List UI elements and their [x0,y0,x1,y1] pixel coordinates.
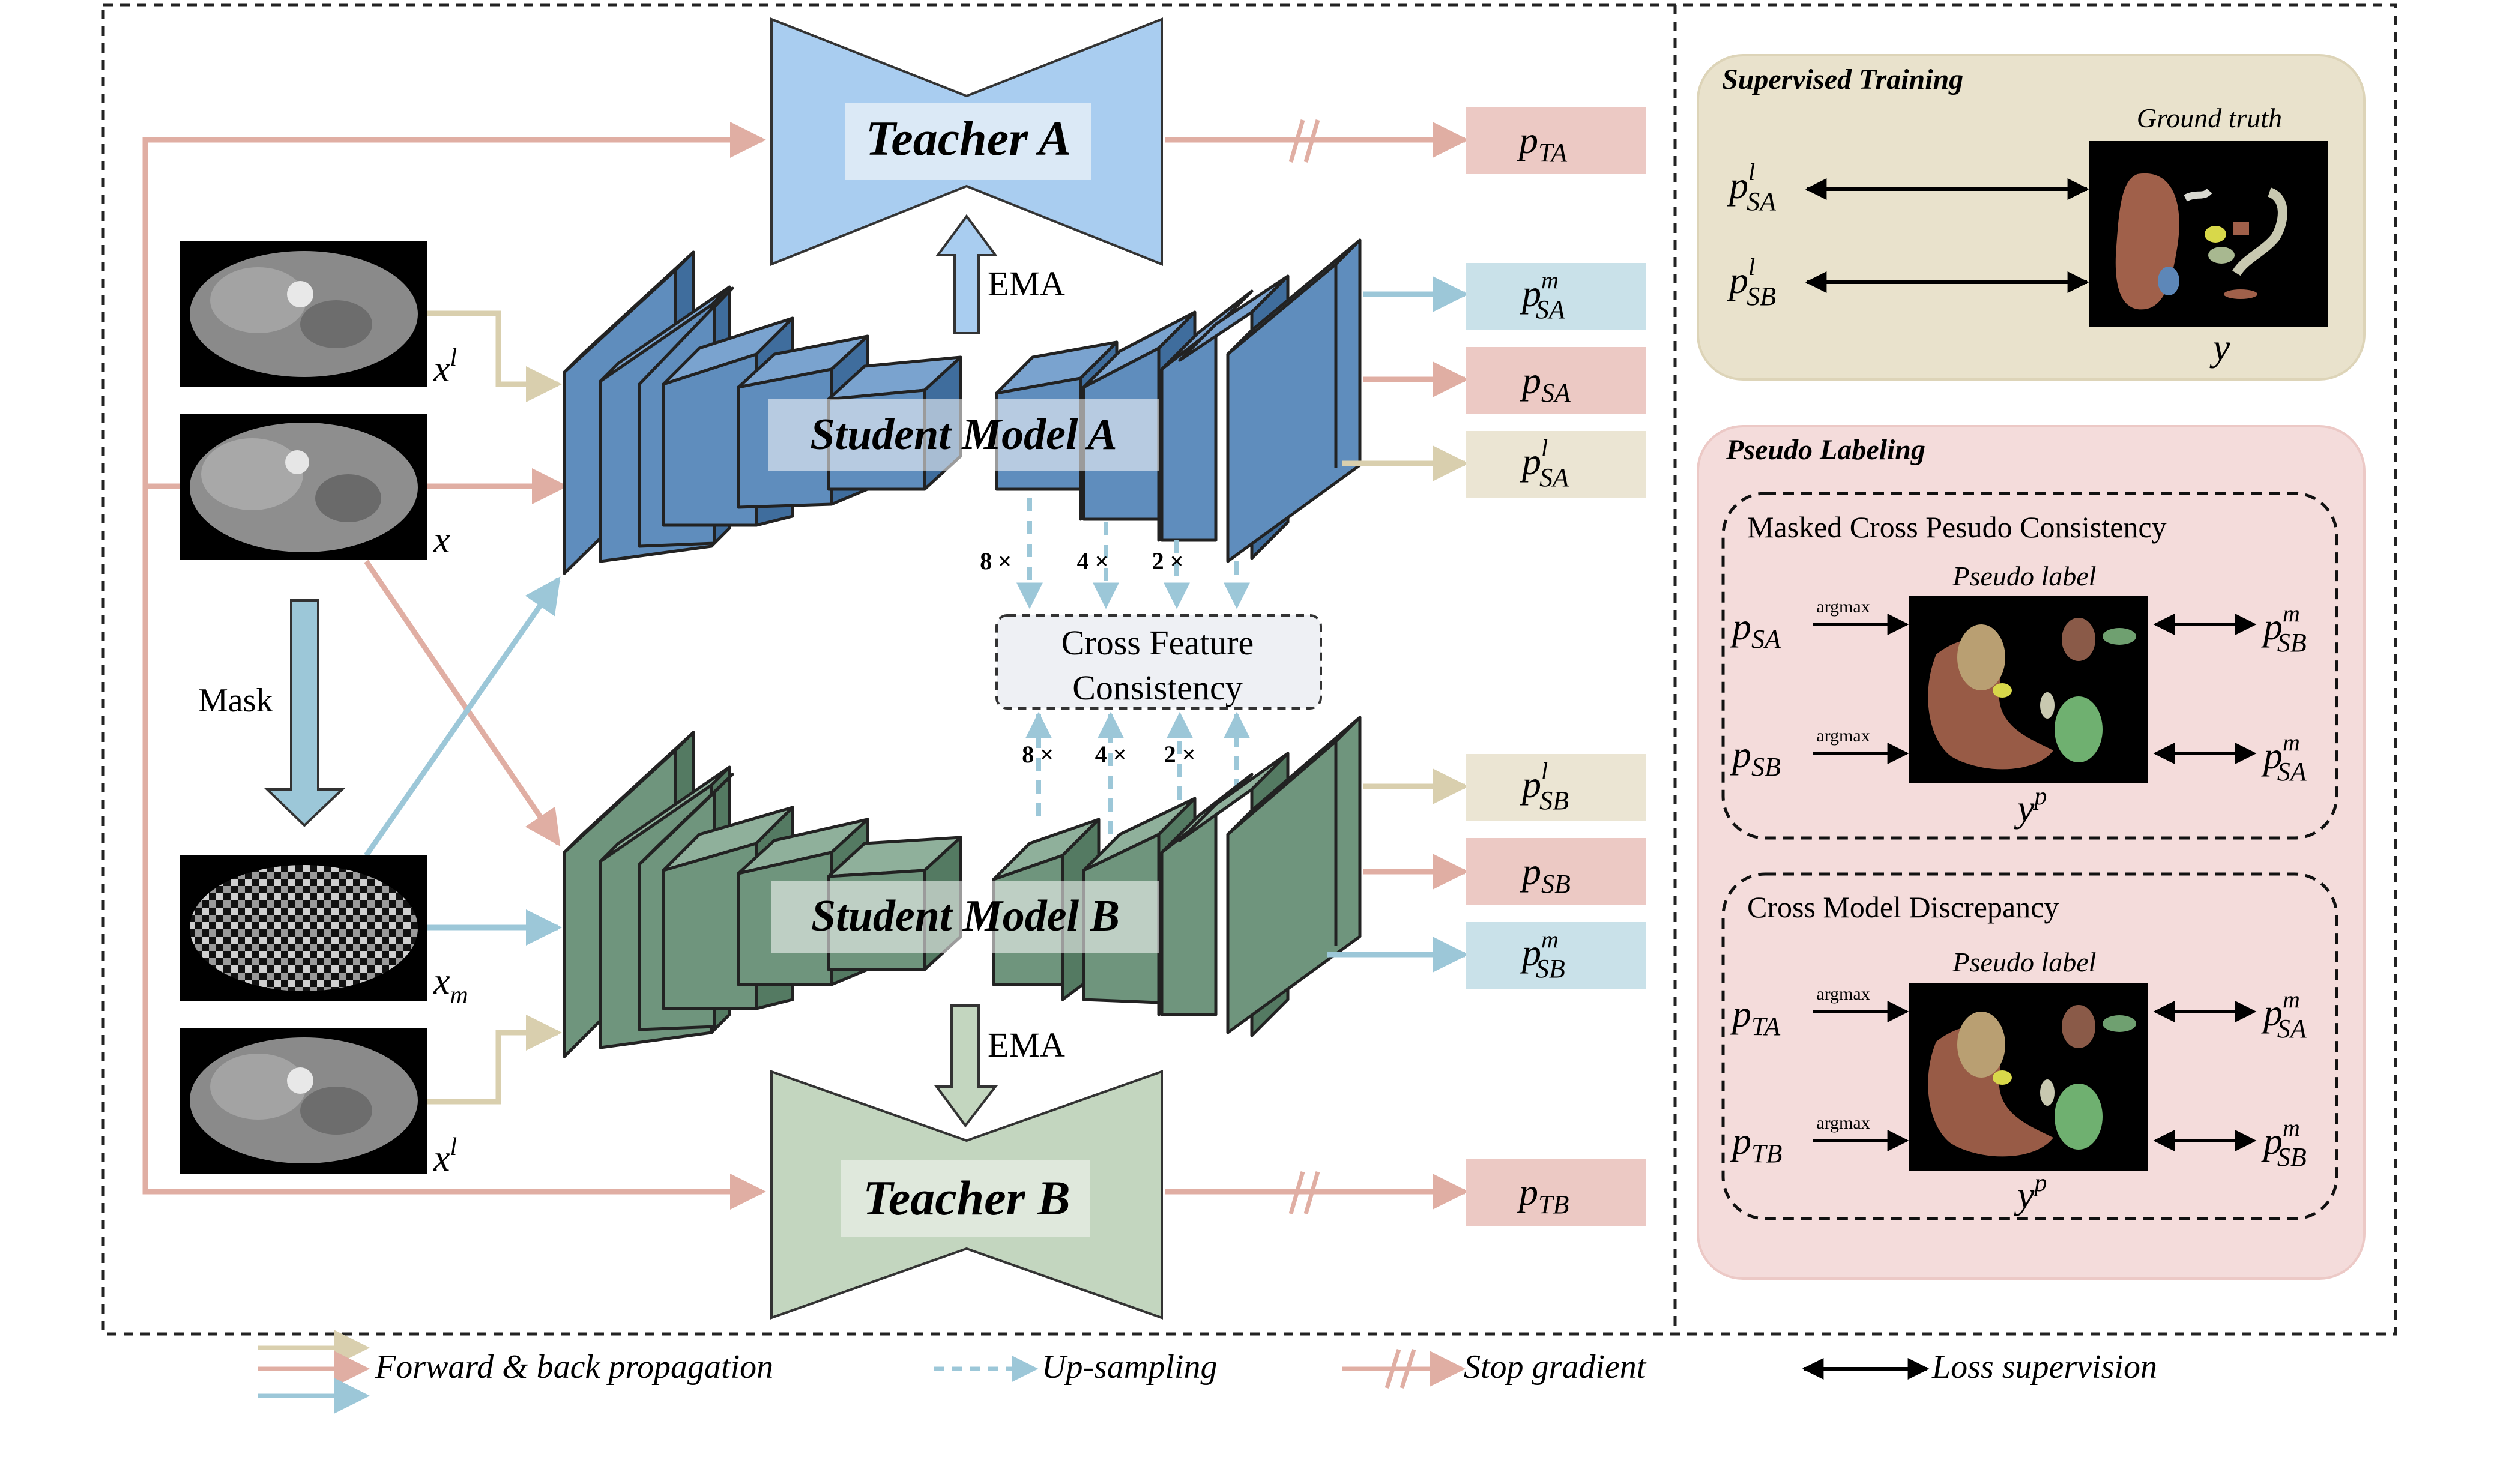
legend-stop-gradient-arrow [1342,1348,1466,1389]
legend-forward-arrows [258,1330,370,1414]
student-b-label-bg [771,881,1159,953]
ground-truth-image [2089,141,2328,327]
legend-loss-label: Loss supervision [1931,1348,2157,1386]
output-box-p-sa-l [1466,431,1646,498]
input-label-x-m: xm [433,961,468,1009]
labeled-input-routing [427,310,562,1105]
ema-down-arrow [934,1004,998,1128]
argmax-label-4: argmax [1816,1113,1870,1133]
legend-upsampling-label: Up-sampling [1042,1348,1217,1386]
scale-4x-top: 4 × [1077,547,1109,575]
argmax-label-2: argmax [1816,726,1870,746]
pseudo-p-sa: pSA [1730,605,1781,654]
student-a-label: Student Model A [810,410,1117,459]
cross-feature-line1: Cross Feature [1061,623,1254,662]
pseudo-y-bottom: yp [2014,1169,2047,1216]
output-label-p-tb: pTB [1517,1171,1569,1219]
discrepancy-p-ta: pTA [1730,992,1781,1041]
pseudo-y-top: yp [2014,783,2047,830]
ema-label-bottom: EMA [988,1025,1065,1064]
cross-feature-line2: Consistency [1072,668,1243,707]
output-arrows [1165,122,1469,1210]
masked-consistency-box [1721,492,2338,840]
supervised-title: Supervised Training [1722,64,1963,95]
mask-label: Mask [198,682,273,719]
scale-4x-bottom: 4 × [1095,741,1127,768]
stop-gradient-marks [1288,119,1320,1214]
upsampling-arrows-bottom [1025,711,1250,834]
masked-consistency-arrows [1813,614,2257,764]
student-b-encoder [563,731,962,1058]
output-box-p-ta [1466,107,1646,174]
legend-forward-label: Forward & back propagation [375,1348,773,1386]
ct-image-masked [180,855,427,1001]
student-b-label: Student Model B [811,891,1120,941]
cross-feature-box [995,614,1322,710]
pseudo-label-bottom: Pseudo label [1952,947,2097,977]
scale-2x-top: 2 × [1152,547,1184,575]
pseudo-label-image-top [1909,596,2148,783]
pseudo-panel [1697,425,2366,1280]
output-box-p-tb [1466,1159,1646,1226]
output-box-p-sa-m [1466,263,1646,330]
ct-image-labeled-bottom [180,1028,427,1174]
teacher-b-shape [770,1070,1163,1320]
output-label-p-sb: pSB [1520,850,1571,899]
student-a-label-bg [768,399,1159,471]
output-box-p-sb [1466,838,1646,905]
output-box-p-sb-m [1466,922,1646,989]
argmax-label-1: argmax [1816,597,1870,617]
output-box-p-sa [1466,347,1646,414]
main-frame [101,3,2397,1336]
input-label-x-l-top: xl [433,344,457,390]
teacher-a-label: Teacher A [866,111,1071,166]
output-label-p-sa: pSA [1520,359,1571,408]
output-box-p-sb-l [1466,754,1646,821]
teacher-a-shape [770,17,1163,266]
discrepancy-p-tb: pTB [1730,1120,1782,1168]
ct-image-labeled-top [180,241,427,387]
discrepancy-box [1721,872,2338,1220]
scale-2x-bottom: 2 × [1164,741,1196,768]
upsampling-arrows-top [1016,498,1250,609]
teacher-b-label: Teacher B [863,1171,1070,1225]
mask-arrow [264,599,345,827]
ema-label-top: EMA [988,264,1065,303]
scale-8x-bottom: 8 × [1022,741,1054,768]
discrepancy-arrows [1813,1001,2257,1151]
pseudo-label-top: Pseudo label [1952,561,2097,591]
legend-stop-gradient-label: Stop gradient [1464,1348,1647,1386]
argmax-label-3: argmax [1816,984,1870,1004]
masked-input-routing [364,576,562,946]
supervised-y: y [2209,326,2230,369]
pseudo-title: Pseudo Labeling [1726,434,1925,466]
supervised-loss-arrows [1805,178,2089,293]
masked-consistency-title: Masked Cross Pesudo Consistency [1747,510,2167,544]
ground-truth-label: Ground truth [2137,103,2282,133]
pseudo-label-image-bottom [1909,983,2148,1171]
ema-up-arrow [935,214,998,334]
input-label-x: x [433,520,450,561]
output-label-p-ta: pTA [1517,119,1568,167]
discrepancy-title: Cross Model Discrepancy [1747,890,2059,924]
input-label-x-l-bottom: xl [433,1133,457,1179]
ct-image-unlabeled [180,414,427,560]
pseudo-p-sb: pSB [1730,733,1781,782]
scale-8x-top: 8 × [980,547,1012,575]
